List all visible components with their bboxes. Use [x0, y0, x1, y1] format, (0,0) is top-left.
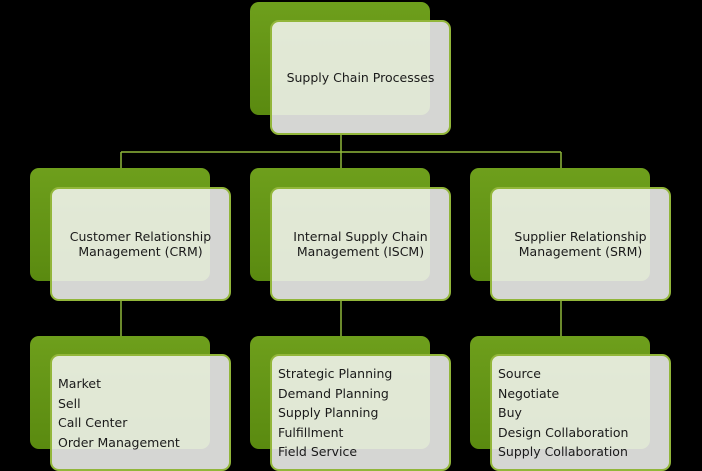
iscm-item: Supply Planning: [278, 405, 379, 421]
iscm-item: Fulfillment: [278, 424, 344, 440]
root-node: Supply Chain Processes: [250, 2, 451, 135]
iscm-node-box: Internal Supply Chain Management (ISCM): [270, 187, 451, 301]
srm-list-box: Source Negotiate Buy Design Collaboratio…: [490, 354, 671, 471]
srm-node-box: Supplier Relationship Management (SRM): [490, 187, 671, 301]
root-node-label: Supply Chain Processes: [286, 70, 435, 85]
crm-title-line-2: Management (CRM): [78, 244, 203, 259]
srm-item: Source: [498, 366, 541, 381]
crm-list-box: Market Sell Call Center Order Management: [50, 354, 231, 471]
iscm-list-box: Strategic Planning Demand Planning Suppl…: [270, 354, 451, 471]
srm-title-line-2: Management (SRM): [518, 244, 643, 259]
crm-item: Call Center: [58, 415, 128, 431]
crm-item: Sell: [58, 395, 81, 411]
iscm-item: Field Service: [278, 444, 358, 460]
root-node-box: Supply Chain Processes: [270, 20, 451, 135]
iscm-title-line-1: Internal Supply Chain: [293, 229, 428, 244]
srm-item: Design Collaboration: [498, 424, 629, 440]
srm-node: Supplier Relationship Management (SRM): [470, 168, 671, 302]
iscm-node: Internal Supply Chain Management (ISCM): [250, 168, 451, 302]
crm-list-node: Market Sell Call Center Order Management: [30, 336, 231, 471]
srm-title-line-1: Supplier Relationship: [514, 229, 647, 244]
srm-item: Supply Collaboration: [498, 444, 628, 460]
iscm-list-node: Strategic Planning Demand Planning Suppl…: [250, 336, 451, 471]
iscm-title-line-2: Management (ISCM): [296, 244, 425, 259]
crm-node: Customer Relationship Management (CRM): [30, 168, 231, 302]
iscm-item: Demand Planning: [278, 385, 389, 401]
crm-node-box: Customer Relationship Management (CRM): [50, 187, 231, 301]
crm-item: Market: [58, 376, 101, 391]
crm-title-line-1: Customer Relationship: [69, 229, 212, 244]
crm-item: Order Management: [58, 434, 180, 450]
iscm-item: Strategic Planning: [278, 366, 393, 381]
srm-item: Buy: [498, 405, 522, 421]
srm-item: Negotiate: [498, 385, 560, 401]
srm-list-node: Source Negotiate Buy Design Collaboratio…: [470, 336, 671, 471]
